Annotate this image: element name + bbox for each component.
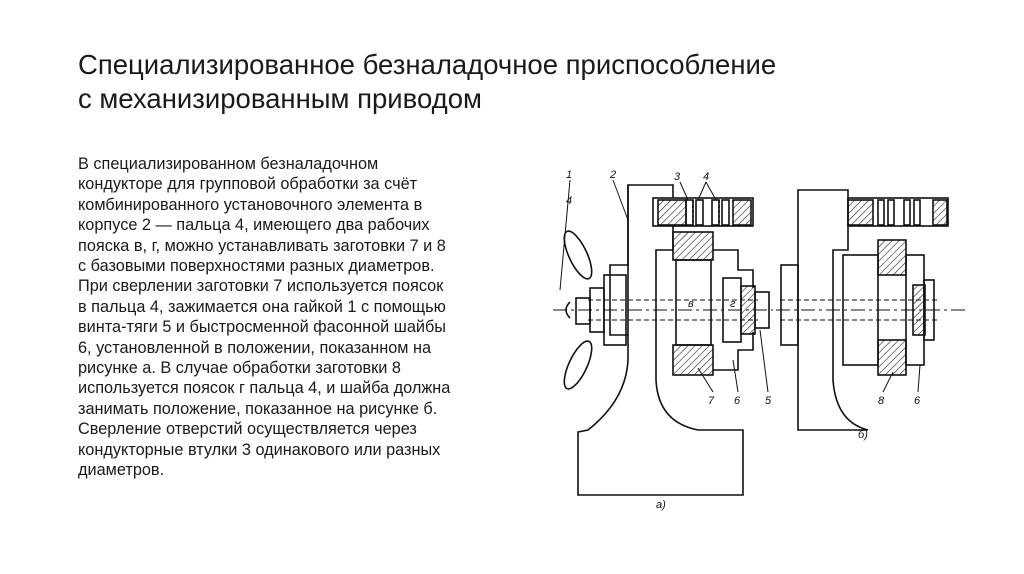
body-line: корпусе 2 — пальца 4, имеющего два рабоч… [78,216,430,235]
body-paragraph: В специализированном безналадочном конду… [78,154,530,481]
body-line: занимать положение, показанное на рисунк… [78,399,438,418]
body-line: кондукторные втулки 3 одинакового или ра… [78,440,441,459]
body-outline [577,184,744,496]
label-7: 7 [708,395,715,407]
body-line: рисунке а. В случае обработки заготовки … [78,359,401,378]
body-line: комбинированного установочного элемента … [78,195,423,214]
title-line-1: Специализированное безналадочное приспос… [78,49,777,80]
label-5: 5 [765,395,772,407]
body-line: При сверлении заготовки 7 используется п… [78,277,444,296]
label-4-side: 4 [566,195,572,207]
body-line: в пальца 4, зажимается она гайкой 1 с по… [78,297,446,316]
body-line: винта-тяги 5 и быстросменной фасонной ша… [78,318,447,337]
label-g: г [730,298,736,310]
body-line: с базовыми поверхностями разных диаметро… [78,257,435,276]
body-line: В специализированном безналадочном [78,155,379,173]
body-line: пояска в, г, можно устанавливать заготов… [78,236,446,255]
label-6-b: 6 [914,395,921,407]
label-2: 2 [609,169,616,181]
body-line: кондукторе для групповой обработки за сч… [78,175,418,194]
caption-a: а) [656,499,666,511]
label-3: 3 [674,171,681,183]
body-line: используется поясок г пальца 4, и шайба … [78,379,451,398]
label-6: 6 [734,395,741,407]
body-b-outline [797,189,869,431]
fixture-drawing: 1 2 3 4 4 в г 7 6 5 а) 8 6 б) [548,160,968,520]
label-8: 8 [878,395,885,407]
body-line: Сверление отверстий осуществляется через [78,420,417,439]
view-a [563,184,770,496]
body-line: диаметров. [78,461,165,480]
fixture-drawing-svg: 1 2 3 4 4 в г 7 6 5 а) 8 6 б) [553,169,966,511]
caption-b: б) [858,429,868,441]
view-b [780,189,949,431]
label-1: 1 [566,169,572,181]
slide-title: Специализированное безналадочное приспос… [78,48,958,116]
label-v: в [688,298,694,310]
body-line: 6, установленной в положении, показанном… [78,338,432,357]
title-line-2: с механизированным приводом [78,83,482,114]
label-4: 4 [703,171,709,183]
